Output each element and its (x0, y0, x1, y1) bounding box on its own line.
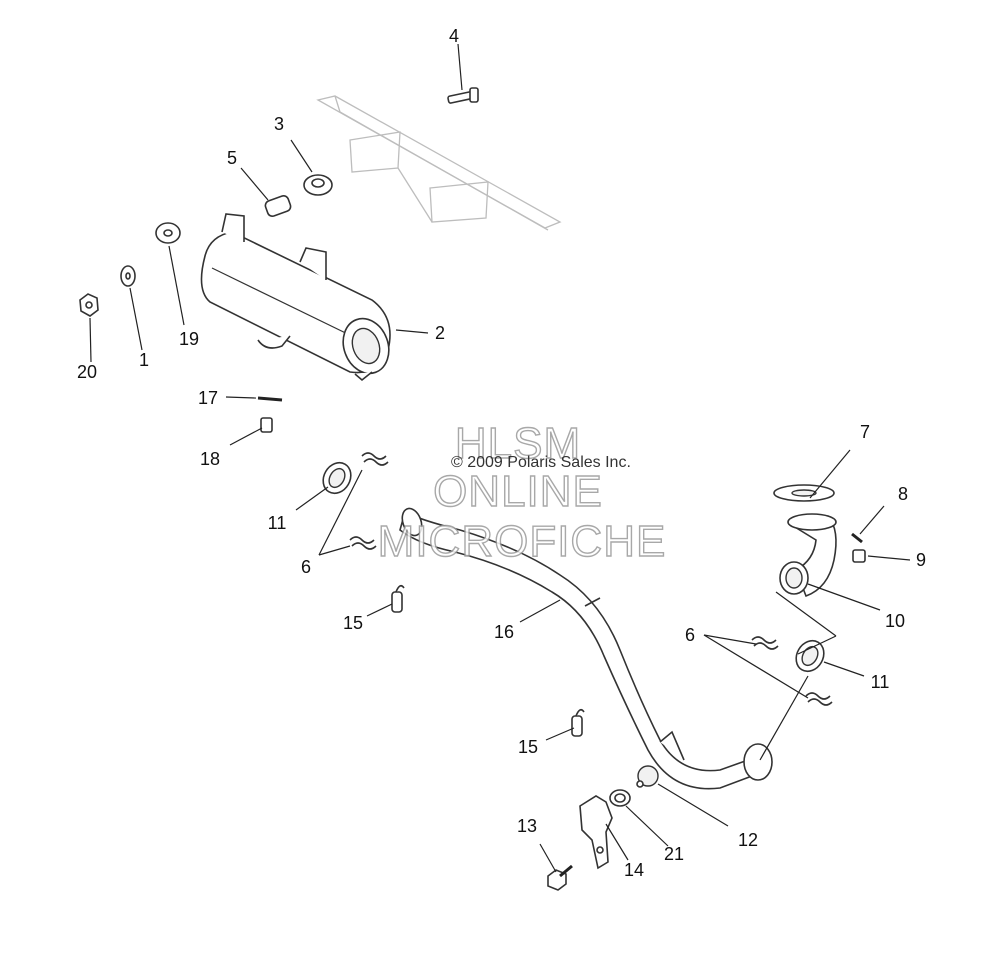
part-washer-19 (155, 222, 181, 244)
part-spring-15-upper (391, 584, 405, 613)
callout-20: 20 (77, 362, 97, 382)
part-bolt-13 (547, 864, 573, 891)
callout-9: 9 (916, 550, 926, 570)
part-flange-gasket (773, 484, 835, 502)
part-spring-upper-a (361, 452, 389, 466)
part-pin (257, 396, 283, 402)
part-head-pipe (779, 513, 837, 598)
callout-11-lower: 11 (871, 672, 890, 692)
part-plug (636, 765, 659, 788)
callout-6-upper: 6 (301, 557, 311, 577)
part-stud (851, 532, 863, 544)
watermark-line-3: MICROFICHE (378, 517, 667, 566)
callout-19: 19 (179, 329, 199, 349)
callout-17: 17 (198, 388, 218, 408)
callout-3: 3 (274, 114, 284, 134)
callout-8: 8 (898, 484, 908, 504)
callout-16: 16 (494, 622, 514, 642)
part-bracket (579, 795, 613, 870)
callout-10: 10 (885, 611, 905, 631)
part-exhaust-pipe (399, 507, 773, 790)
part-rivet (260, 417, 273, 433)
leader-lines (89, 43, 911, 873)
callout-18: 18 (200, 449, 220, 469)
part-bushing (264, 194, 292, 218)
callout-2: 2 (435, 323, 445, 343)
part-muffler (200, 213, 391, 382)
part-grommet (303, 174, 333, 196)
part-spring-upper-b (349, 536, 377, 550)
callout-21: 21 (664, 844, 684, 864)
watermark-line-1: HLSM (455, 419, 581, 468)
copyright-text: © 2009 Polaris Sales Inc. (451, 454, 631, 471)
callout-14: 14 (624, 860, 644, 880)
callout-13: 13 (517, 816, 537, 836)
part-washer-21 (609, 789, 631, 807)
callout-5: 5 (227, 148, 237, 168)
callout-6-lower: 6 (685, 625, 695, 645)
callout-4: 4 (449, 26, 459, 46)
part-spring-lower-b (805, 692, 833, 706)
part-bolt (447, 87, 479, 104)
part-spring-lower-a (751, 636, 779, 650)
callout-15-upper: 15 (343, 613, 363, 633)
callout-11-upper: 11 (268, 513, 287, 533)
callouts: 4 3 5 2 19 1 20 17 18 11 6 15 16 7 8 9 1… (77, 26, 926, 880)
part-spring-15-lower (571, 708, 585, 737)
part-gasket-upper (322, 461, 352, 495)
part-gasket-lower (795, 639, 825, 673)
frame-ghost (316, 95, 562, 231)
part-nut-9 (852, 549, 866, 563)
callout-7: 7 (860, 422, 870, 442)
callout-1: 1 (139, 350, 149, 370)
watermark-line-2: ONLINE (433, 467, 603, 516)
callout-15-lower: 15 (518, 737, 538, 757)
watermark: HLSM ONLINE MICROFICHE © 2009 Polaris Sa… (377, 418, 667, 566)
part-nut (79, 293, 99, 317)
part-washer-1 (120, 265, 136, 287)
callout-12: 12 (738, 830, 758, 850)
